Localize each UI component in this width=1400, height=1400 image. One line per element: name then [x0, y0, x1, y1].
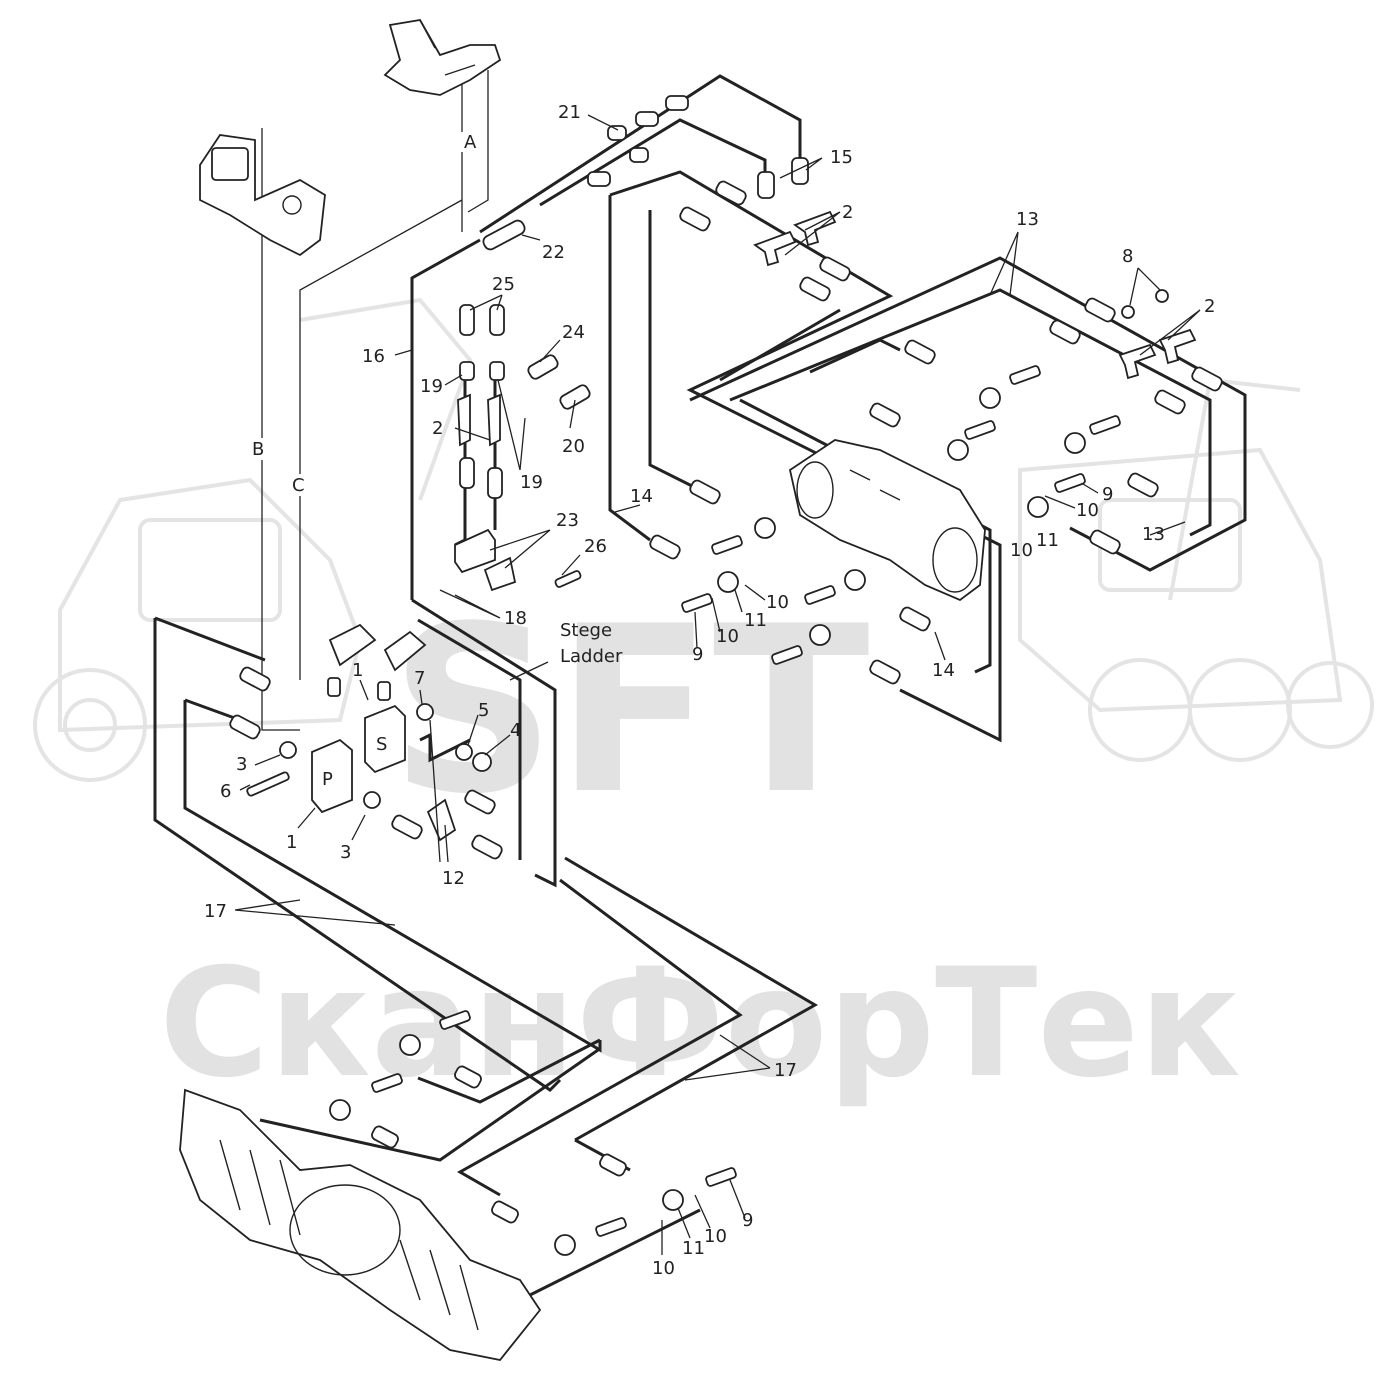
callout-10: 10 [704, 1226, 727, 1247]
ladder-label-en: Ladder [560, 646, 623, 667]
callout-1: 1 [352, 660, 363, 681]
reference-lines [250, 70, 489, 731]
callout-6: 6 [220, 781, 231, 802]
line-label-a: A [464, 132, 477, 153]
callout-10: 10 [1010, 540, 1033, 561]
callout-9: 9 [692, 644, 703, 665]
callout-25: 25 [492, 274, 515, 295]
block-s-label: S [376, 734, 387, 755]
components: P S [179, 19, 1223, 1361]
part-callouts: 21 15 2 22 13 8 2 25 16 24 19 2 20 19 9 … [204, 102, 1215, 1279]
callout-9: 9 [1102, 484, 1113, 505]
callout-19: 19 [520, 472, 543, 493]
callout-15: 15 [830, 147, 853, 168]
watermark-brand: СканФорТек [159, 937, 1241, 1111]
front-axle-housing [179, 1088, 542, 1361]
brake-pipes [153, 74, 1247, 1302]
brake-pedal-assembly [383, 19, 502, 96]
leader-lines [234, 114, 1201, 1255]
callout-4: 4 [510, 720, 521, 741]
callout-13: 13 [1016, 209, 1039, 230]
callout-16: 16 [362, 346, 385, 367]
callout-22: 22 [542, 242, 565, 263]
watermark: SFT СканФорТек [33, 297, 1374, 1111]
callout-3: 3 [340, 842, 351, 863]
callout-10: 10 [1076, 500, 1099, 521]
line-label-c: C [292, 475, 305, 496]
callout-1: 1 [286, 832, 297, 853]
callout-2: 2 [432, 418, 443, 439]
master-cylinder-block-p: P [311, 738, 353, 814]
callout-23: 23 [556, 510, 579, 531]
callout-10: 10 [716, 626, 739, 647]
callout-8: 8 [1122, 246, 1133, 267]
callout-19: 19 [420, 376, 443, 397]
watermark-logo: SFT [390, 578, 870, 845]
valve-bracket-assembly [199, 134, 326, 257]
callout-11: 11 [682, 1238, 705, 1259]
callout-20: 20 [562, 436, 585, 457]
rear-axle-housing [788, 439, 986, 602]
callout-12: 12 [442, 868, 465, 889]
callout-21: 21 [558, 102, 581, 123]
callout-24: 24 [562, 322, 585, 343]
callout-14: 14 [630, 486, 653, 507]
callout-14: 14 [932, 660, 955, 681]
callout-7: 7 [414, 668, 425, 689]
callout-10: 10 [766, 592, 789, 613]
callout-17: 17 [204, 901, 227, 922]
callout-2: 2 [842, 202, 853, 223]
master-cylinder-block-s: S [364, 704, 406, 774]
ladder-label-se: Stege [560, 620, 612, 641]
callout-3: 3 [236, 754, 247, 775]
callout-9: 9 [742, 1210, 753, 1231]
block-p-label: P [322, 769, 333, 790]
callout-2: 2 [1204, 296, 1215, 317]
callout-11: 11 [1036, 530, 1059, 551]
callout-10: 10 [652, 1258, 675, 1279]
callout-18: 18 [504, 608, 527, 629]
line-label-b: B [252, 439, 264, 460]
callout-13: 13 [1142, 524, 1165, 545]
pipe-fittings [229, 95, 1223, 1256]
diagram-labels: A B C Stege Ladder [252, 132, 623, 667]
callout-17: 17 [774, 1060, 797, 1081]
callout-11: 11 [744, 610, 767, 631]
callout-26: 26 [584, 536, 607, 557]
callout-5: 5 [478, 700, 489, 721]
